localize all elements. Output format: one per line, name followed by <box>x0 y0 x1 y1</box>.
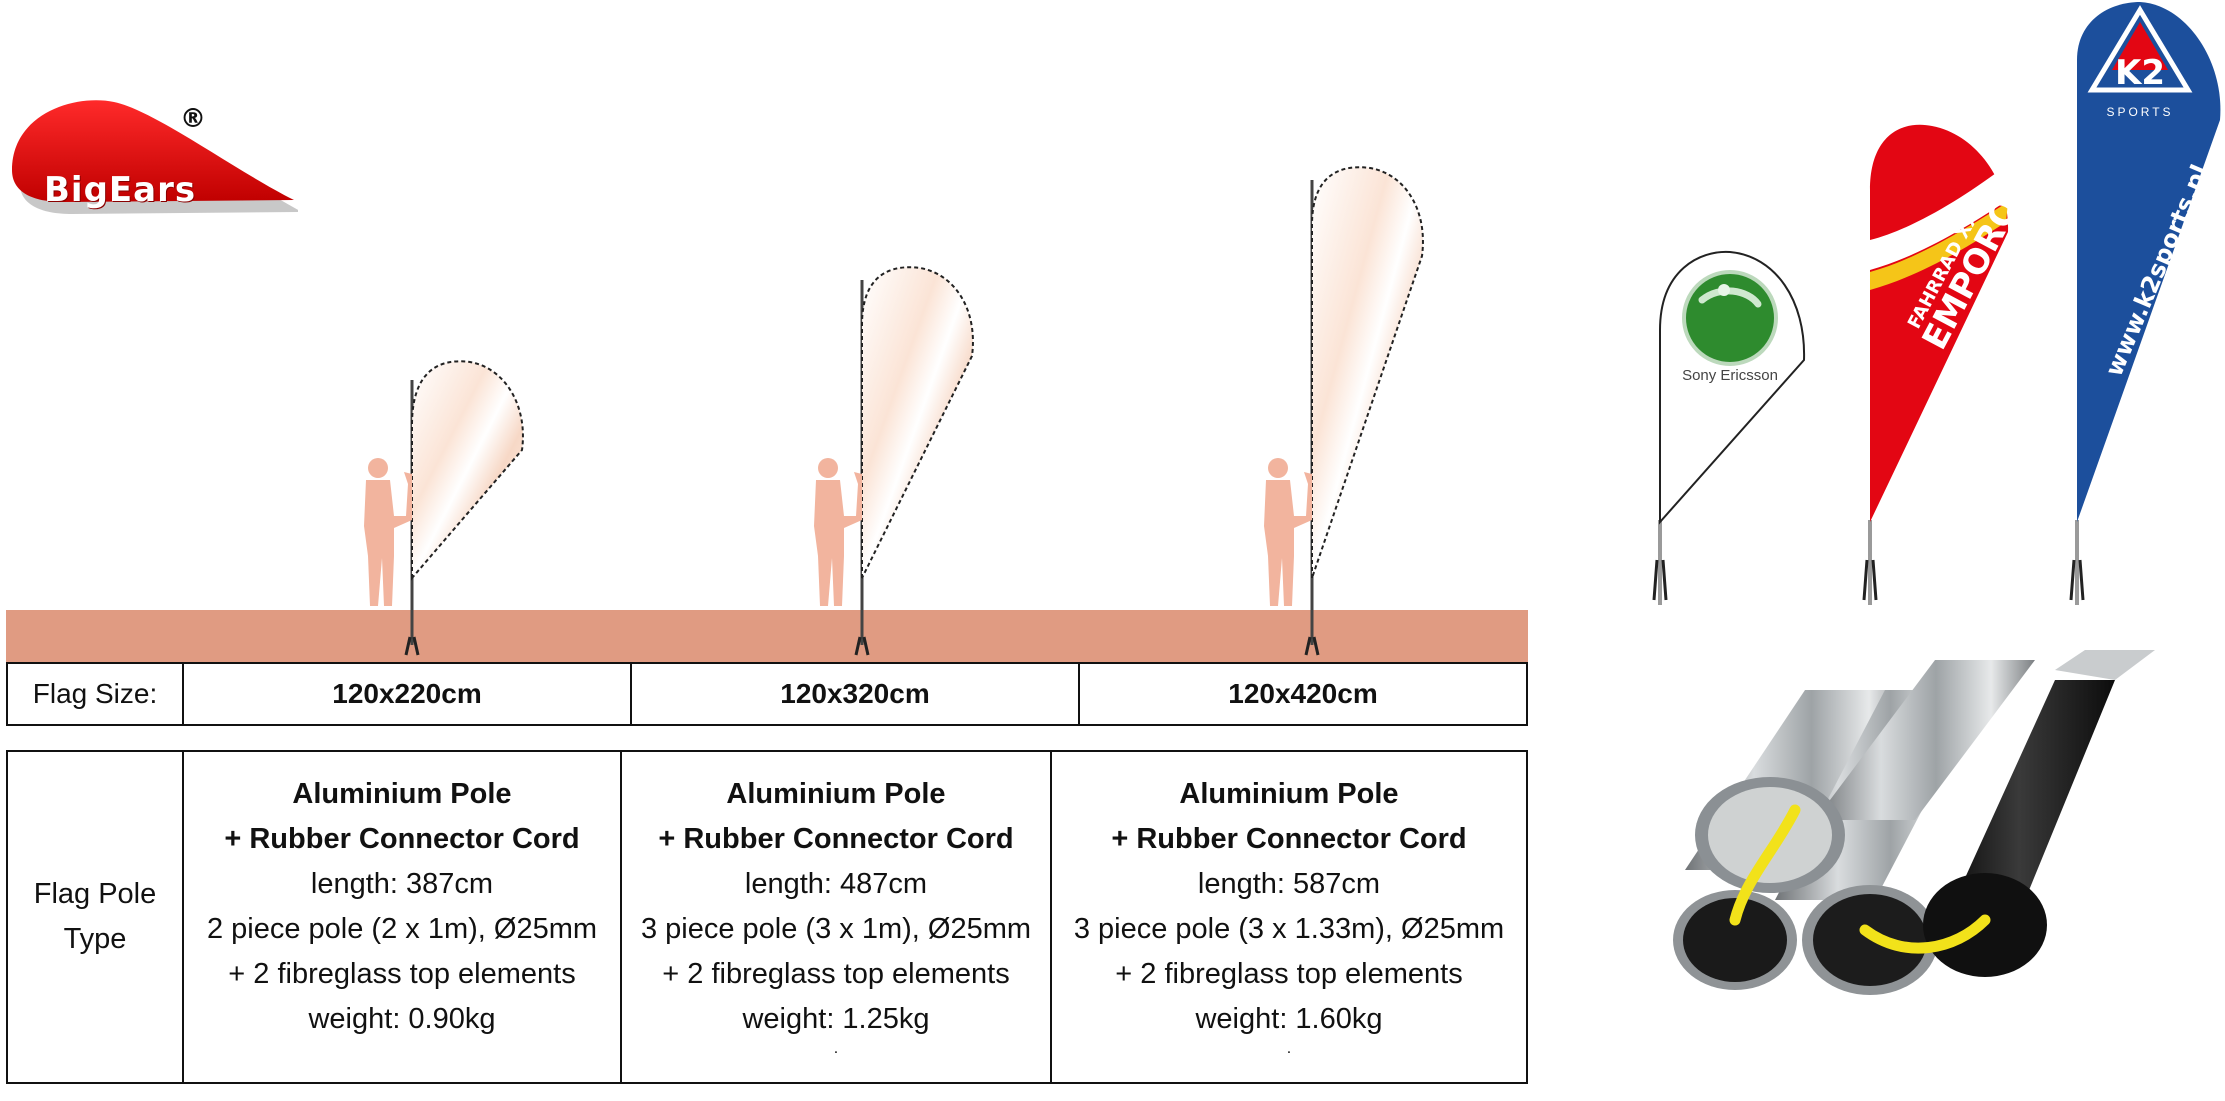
k2-sports-flag: K2 SPORTS www.k2sports.pl <box>2069 2 2221 605</box>
flag-120x320 <box>854 266 974 656</box>
pole-pieces: 3 piece pole (3 x 1.33m), Ø25mm <box>1073 913 1505 945</box>
example-flags: Sony Ericsson FAHRRAD XXL EMPORON K2 SPO… <box>1652 2 2221 605</box>
pole-title: Aluminium Pole <box>1179 778 1399 810</box>
rubber-connector-cord <box>1729 804 1801 926</box>
person-3 <box>1264 458 1312 606</box>
flag-pole-table: Flag Pole Type Aluminium Pole + Rubber C… <box>6 750 1528 1084</box>
pole-note <box>184 1042 620 1062</box>
ground-strip <box>6 610 1528 662</box>
pole-pieces: 2 piece pole (2 x 1m), Ø25mm <box>206 913 598 945</box>
pole-top: + 2 fibreglass top elements <box>662 958 1010 990</box>
table-row: Flag Size: 120x220cm 120x320cm 120x420cm <box>6 662 1528 726</box>
pole-length: length: 587cm <box>1197 868 1381 900</box>
k2-logo-text: K2 <box>2115 53 2165 93</box>
rubber-connector-cord <box>1859 914 1991 954</box>
k2-triangle-icon <box>2087 5 2193 93</box>
flag-size-3: 120x420cm <box>1078 662 1528 726</box>
k2-sports-text: SPORTS <box>2106 105 2173 119</box>
pole-weight: weight: 0.90kg <box>308 1003 496 1035</box>
pole-top: + 2 fibreglass top elements <box>228 958 576 990</box>
flag-size-2: 120x320cm <box>630 662 1080 726</box>
pole-spec-2: Aluminium Pole + Rubber Connector Cord l… <box>620 750 1052 1084</box>
pole-end-cap <box>1955 680 2115 900</box>
registered-mark: ® <box>180 104 206 134</box>
flag-size-table: Flag Size: 120x220cm 120x320cm 120x420cm <box>6 662 1528 726</box>
logo-teardrop-icon <box>12 100 302 214</box>
pole-spec-1: Aluminium Pole + Rubber Connector Cord l… <box>182 750 622 1084</box>
flag-pole-label-line1: Flag Pole <box>33 878 157 910</box>
pole-subtitle: + Rubber Connector Cord <box>1111 823 1467 855</box>
pole-length: length: 487cm <box>744 868 928 900</box>
pole-tube <box>1815 660 2035 820</box>
pole-title: Aluminium Pole <box>292 778 512 810</box>
person-1 <box>364 458 412 606</box>
sony-ericsson-text: Sony Ericsson <box>1682 367 1778 384</box>
flag-pole-label-line2: Type <box>63 923 127 955</box>
flag-size-label: Flag Size: <box>6 662 184 726</box>
pole-weight: weight: 1.25kg <box>742 1003 930 1035</box>
pole-pieces-photo <box>1673 650 2155 995</box>
brand-name: BigEars <box>44 170 197 210</box>
table-row: Flag Pole Type Aluminium Pole + Rubber C… <box>6 750 1528 1084</box>
pole-title: Aluminium Pole <box>726 778 946 810</box>
pole-top: + 2 fibreglass top elements <box>1115 958 1463 990</box>
pole-subtitle: + Rubber Connector Cord <box>658 823 1014 855</box>
pole-note: . <box>833 1040 839 1057</box>
pole-note: . <box>1286 1040 1292 1057</box>
flag-size-1: 120x220cm <box>182 662 632 726</box>
pole-length: length: 387cm <box>310 868 494 900</box>
flag-120x420 <box>1304 166 1424 656</box>
bigears-logo: BigEars ® <box>8 100 302 230</box>
pole-weight: weight: 1.60kg <box>1195 1003 1383 1035</box>
person-2 <box>814 458 862 606</box>
flag-size-illustration <box>6 166 1528 662</box>
pole-pieces: 3 piece pole (3 x 1m), Ø25mm <box>640 913 1032 945</box>
pole-spec-3: Aluminium Pole + Rubber Connector Cord l… <box>1050 750 1528 1084</box>
sony-ericsson-flag: Sony Ericsson <box>1652 250 1806 605</box>
pole-subtitle: + Rubber Connector Cord <box>224 823 580 855</box>
emporon-flag: FAHRRAD XXL EMPORON <box>1862 124 2041 605</box>
flag-pole-label: Flag Pole Type <box>6 750 184 1084</box>
